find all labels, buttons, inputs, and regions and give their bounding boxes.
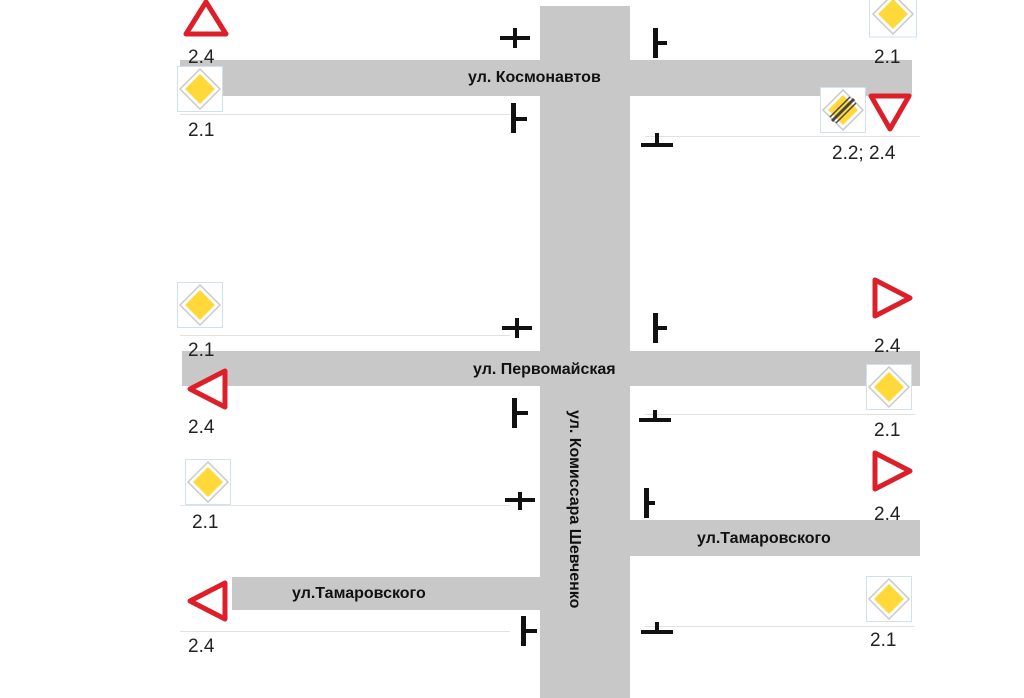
stop-line-mark [505,492,535,512]
stop-line-mark [639,408,671,428]
main-road-sign-icon [177,66,223,112]
main-road-sign-icon [185,459,231,505]
stop-line-mark [641,131,673,151]
stop-line-mark [653,313,667,343]
guide-line [645,136,920,137]
yield-sign-icon [868,93,912,133]
guide-line [180,505,510,506]
guide-line [180,335,510,336]
road-pervomayskaya [182,351,920,386]
stop-line-mark [653,28,667,58]
guide-line [645,414,915,415]
guide-line [180,114,510,115]
guide-line [645,626,915,627]
stop-line-mark [502,318,532,338]
sign-code: 2.4 [188,47,215,68]
road-kosmonavtov [180,60,912,96]
main-road-sign-icon [869,0,917,38]
end-of-main-road-sign-icon [820,87,866,133]
sign-code: 2.1 [874,420,901,441]
sign-code: 2.1 [874,47,901,68]
sign-code: 2.2; 2.4 [832,143,896,164]
street-label-komissara-shevchenko: ул. Комиссара Шевченко [566,410,583,609]
sign-code: 2.1 [870,630,897,651]
stop-line-mark [517,616,539,646]
main-road-sign-icon [177,282,223,328]
stop-line-mark [641,620,673,640]
sign-code: 2.1 [188,340,215,361]
road-tamarovskogo-left [232,577,540,610]
sign-code: 2.4 [874,504,901,525]
guide-line [180,631,510,632]
stop-line-mark [500,28,530,48]
main-road-sign-icon [866,576,912,622]
street-label-pervomayskaya: ул. Первомайская [473,361,616,378]
stop-line-mark [641,488,655,518]
yield-sign-icon [872,450,914,492]
sign-code: 2.4 [188,417,215,438]
street-label-tamarovskogo-right: ул.Тамаровского [697,530,831,547]
main-road-sign-icon [866,364,912,410]
street-label-kosmonavtov: ул. Космонавтов [468,69,601,86]
yield-sign-icon [872,277,914,319]
yield-sign-icon [183,0,229,38]
sign-code: 2.4 [188,636,215,657]
stop-line-mark [505,103,527,133]
yield-sign-icon [186,368,228,410]
sign-code: 2.4 [874,336,901,357]
sign-code: 2.1 [188,120,215,141]
stop-line-mark [512,398,534,428]
yield-sign-icon [186,580,228,622]
road-tamarovskogo-right [630,520,920,556]
street-label-tamarovskogo-left: ул.Тамаровского [292,585,426,602]
sign-code: 2.1 [192,512,219,533]
